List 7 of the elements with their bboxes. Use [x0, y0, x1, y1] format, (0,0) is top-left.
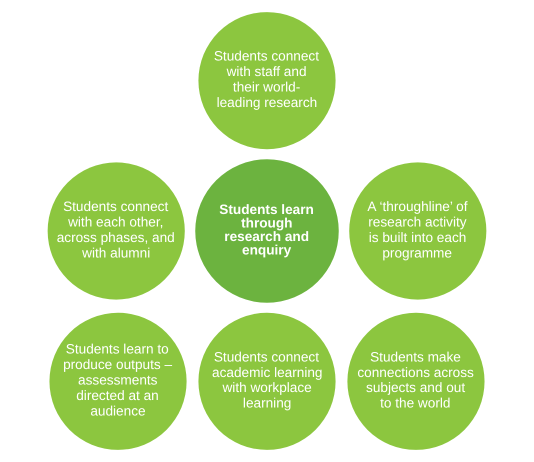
- node-circle: Students connect with each other, across phases, and with alumni: [48, 162, 185, 300]
- node-circle: Students learn to produce outputs – assessments directed at an audience: [49, 312, 187, 450]
- node-circle: Students make connections across subjects and out to the world: [347, 312, 485, 450]
- node-circle: Students connect with staff and their world-leading research: [198, 12, 336, 150]
- node-circle: A ‘throughline’ of research activity is built into each programme: [349, 162, 486, 300]
- node-circle: Students learn through research and enquiry: [195, 159, 339, 303]
- node-circle: Students connect academic learning with workplace learning: [198, 312, 336, 450]
